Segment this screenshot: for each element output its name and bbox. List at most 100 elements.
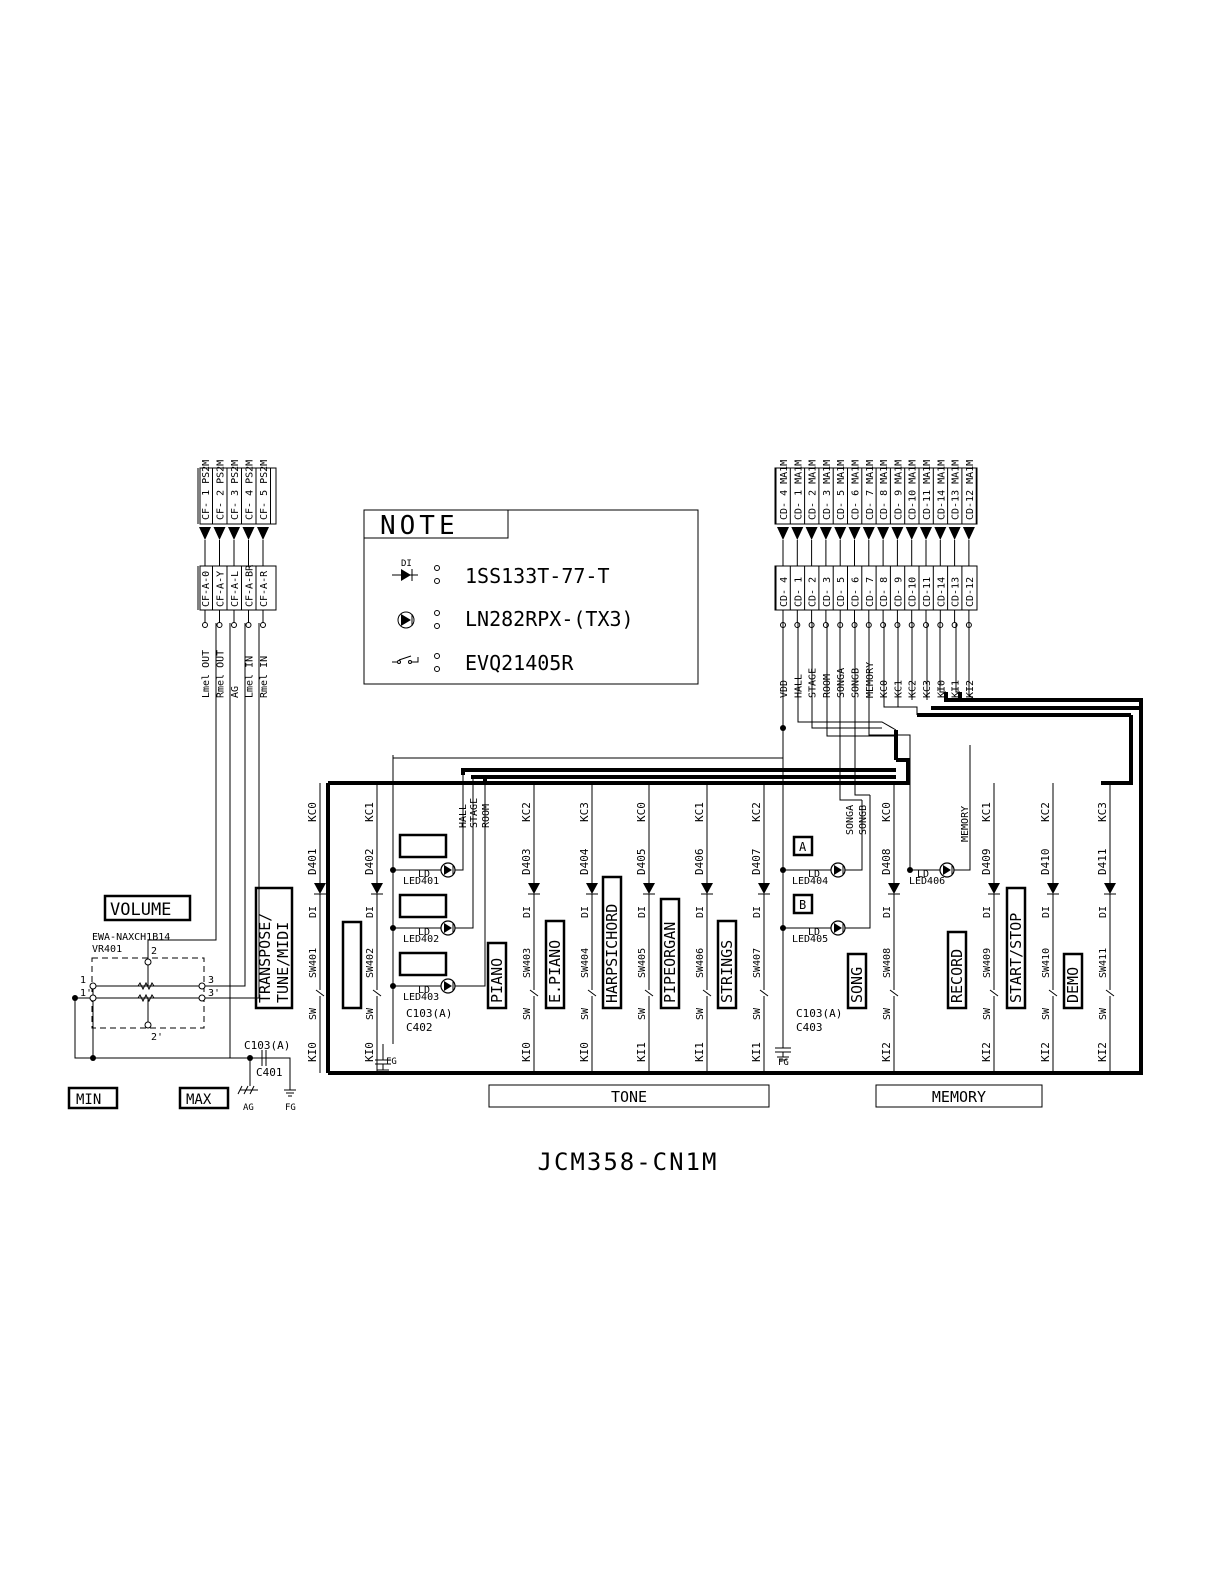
kc-label: KC0 [635, 802, 648, 822]
switch-icon [315, 989, 325, 997]
note-diode-part: 1SS133T-77-T [465, 564, 610, 588]
vr-pin-3: 3 [208, 975, 214, 986]
function-label-text: PIANO [488, 958, 506, 1003]
diode-ref: D401 [306, 849, 319, 876]
diode-ref: D402 [363, 849, 376, 876]
function-label-box[interactable] [1062, 952, 1084, 1010]
note-diode-ref: DI [401, 559, 412, 569]
cd-plug-label: CD-13 [951, 577, 962, 607]
cd-terminal [894, 622, 901, 628]
volume-max-label: MAX [186, 1092, 212, 1108]
cd-pin-arrow [891, 527, 904, 540]
kc-label: KC3 [578, 802, 591, 822]
kc-label: KC1 [363, 802, 376, 822]
diode-icon [528, 883, 540, 894]
function-label-box[interactable] [659, 897, 681, 1010]
function-label-box[interactable] [946, 930, 968, 1010]
function-label-box[interactable] [544, 919, 566, 1010]
switch-type: SW [1041, 1007, 1052, 1020]
volume-ag: AG [243, 1103, 254, 1113]
led-ref: LED403 [403, 992, 439, 1003]
switch-type: SW [365, 1007, 376, 1020]
led-ld-label: LD [808, 927, 820, 938]
cd-signal-label: VDD [779, 680, 790, 698]
diode-ref: D405 [635, 849, 648, 876]
cf-plug-label: CF-A-L [230, 571, 241, 607]
diode-type: DI [637, 906, 648, 918]
ki-label: KI0 [520, 1042, 533, 1062]
cd-signal-label: KI2 [965, 680, 976, 698]
cap-403-gnd: FG [778, 1058, 789, 1068]
diode-type: DI [1098, 906, 1109, 918]
cd-signal-label: HALL [793, 674, 804, 698]
switch-type: SW [752, 1007, 763, 1020]
led-label-hall: HALL [458, 804, 469, 828]
kc-label: KC2 [520, 802, 533, 822]
function-label-box[interactable] [601, 875, 623, 1010]
led-ld-label: LD [418, 927, 430, 938]
switch-ref: SW407 [752, 948, 763, 978]
led-ref: LED406 [909, 876, 945, 887]
ki-label: KI0 [363, 1042, 376, 1062]
cf-terminal [260, 622, 266, 628]
volume-fg: FG [285, 1103, 296, 1113]
cf-terminal [202, 622, 208, 628]
cd-pin-arrow [805, 527, 818, 540]
function-label-box[interactable] [716, 919, 738, 1010]
diode-icon [758, 883, 770, 894]
led-mode-box [792, 893, 814, 915]
note-heading: NOTE [380, 511, 459, 541]
function-label-box[interactable] [846, 952, 868, 1010]
cd-terminal [794, 622, 801, 628]
cd-plug-label: CD- 4 [779, 577, 790, 607]
kc-label: KC1 [980, 802, 993, 822]
function-label-text: TUNE/MIDI [274, 922, 292, 1003]
ki-label: KI1 [635, 1042, 648, 1062]
switch-type: SW [522, 1007, 533, 1020]
led-label-memory: MEMORY [960, 806, 971, 842]
function-label-box[interactable] [254, 886, 294, 1010]
led-label-stage: STAGE [469, 798, 480, 828]
cf-plug-label: CF-A-Y [216, 571, 227, 607]
vr-pin-2p: 2' [151, 1032, 163, 1043]
note-led-part: LN282RPX-(TX3) [465, 607, 634, 631]
led-label-room: ROOM [481, 804, 492, 828]
function-label-box[interactable] [486, 941, 508, 1010]
led-ld-label: LD [808, 869, 820, 880]
function-label-text: PIPEORGAN [661, 922, 679, 1003]
kc-label: KC0 [880, 802, 893, 822]
switch-type: SW [308, 1007, 319, 1020]
vr-pin-1p: 1' [80, 988, 92, 999]
function-label-text: STRINGS [718, 940, 736, 1003]
cd-pin-label: CD- 3 MA1M [822, 460, 833, 520]
led-ld-label: LD [418, 985, 430, 996]
cd-plug-label: CD- 6 [851, 577, 862, 607]
cd-signal-label: SONGA [836, 668, 847, 698]
cd-pin-arrow [920, 527, 932, 540]
switch-ref: SW409 [982, 948, 993, 978]
cap-402-gnd: FG [386, 1057, 397, 1067]
switch-ref: SW404 [580, 948, 591, 978]
function-label-box[interactable] [1005, 886, 1027, 1010]
cd-signal-label: STAGE [808, 668, 819, 698]
cd-pin-arrow [777, 527, 789, 540]
cf-pin-arrow [228, 527, 240, 540]
kc-label: KC2 [750, 802, 763, 822]
diode-type: DI [580, 906, 591, 918]
diode-ref: D404 [578, 848, 591, 875]
function-label-text: RECORD [948, 949, 966, 1003]
cd-pin-arrow [862, 527, 875, 540]
led-mode-label: B [799, 898, 806, 912]
cd-signal-label: KI0 [936, 680, 947, 698]
led-ref: LED405 [792, 934, 828, 945]
cd-signal-label: KC0 [879, 680, 890, 698]
diode-icon [1047, 883, 1059, 894]
